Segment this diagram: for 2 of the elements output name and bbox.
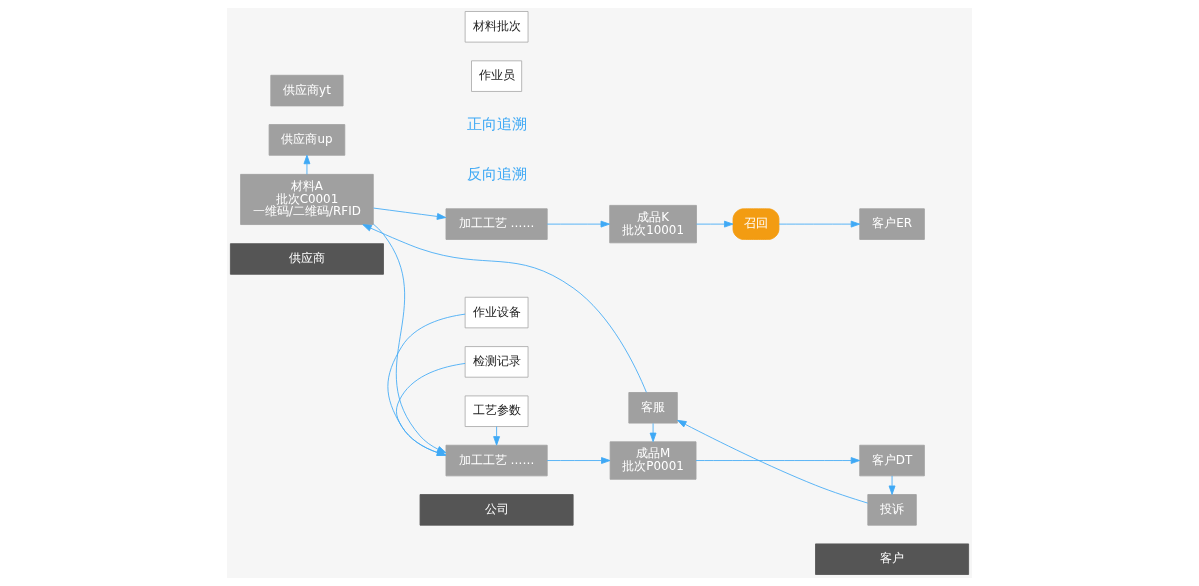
label: 反向追溯 (466, 164, 527, 183)
label: 正向追溯 (466, 115, 527, 134)
